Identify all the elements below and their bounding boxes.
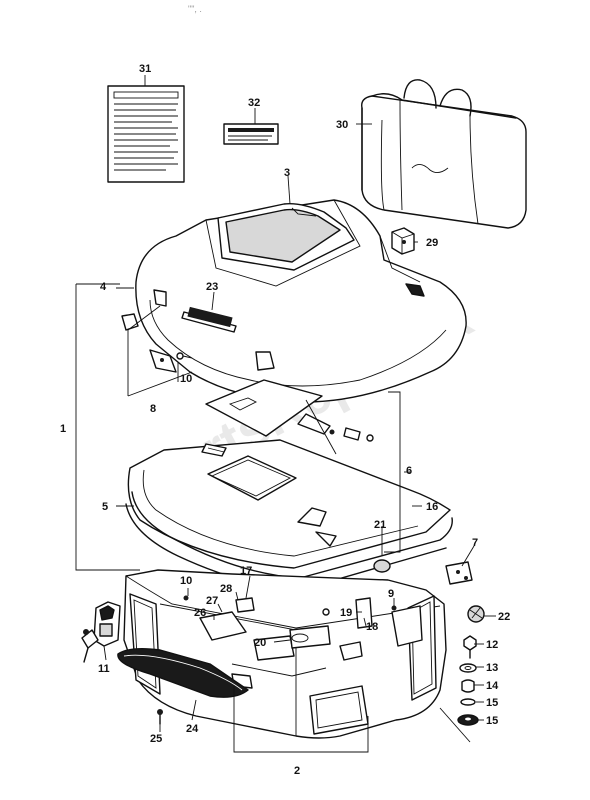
callout-8: 8 bbox=[150, 403, 156, 415]
callout-10-upper: 10 bbox=[180, 373, 192, 385]
screw bbox=[157, 709, 163, 725]
callout-18: 18 bbox=[366, 621, 378, 633]
callout-28: 28 bbox=[220, 583, 232, 595]
callout-27: 27 bbox=[206, 595, 218, 607]
callout-26: 26 bbox=[194, 607, 206, 619]
callout-17: 17 bbox=[240, 565, 252, 577]
callout-4: 4 bbox=[100, 281, 107, 293]
callout-numbers: 31 32 30 3 29 4 23 10 8 1 6 5 16 21 7 10… bbox=[60, 63, 510, 777]
callout-3: 3 bbox=[284, 167, 290, 179]
callout-7: 7 bbox=[472, 537, 478, 549]
callout-15-lower: 15 bbox=[486, 715, 498, 727]
small-label-plate bbox=[223, 123, 279, 145]
rubber-plug bbox=[467, 605, 485, 623]
callout-23: 23 bbox=[206, 281, 218, 293]
callout-30: 30 bbox=[336, 119, 348, 131]
callout-31: 31 bbox=[139, 63, 151, 75]
lock-and-key bbox=[81, 601, 121, 663]
callout-10-lower: 10 bbox=[180, 575, 192, 587]
callout-12: 12 bbox=[486, 639, 498, 651]
callout-15-upper: 15 bbox=[486, 697, 498, 709]
callout-19: 19 bbox=[340, 607, 352, 619]
callout-13: 13 bbox=[486, 662, 498, 674]
leader-lines bbox=[75, 75, 496, 753]
trunk-base bbox=[123, 569, 447, 739]
top-scan-mark: "", . bbox=[188, 4, 202, 14]
callout-29: 29 bbox=[426, 237, 438, 249]
lid-hinge-left bbox=[121, 305, 193, 397]
callout-24: 24 bbox=[186, 723, 199, 735]
latch-bracket bbox=[445, 561, 473, 585]
callout-25: 25 bbox=[150, 733, 162, 745]
grommet bbox=[373, 526, 391, 573]
warning-label-sheet bbox=[107, 85, 185, 183]
callout-32: 32 bbox=[248, 97, 260, 109]
hardware-stack bbox=[457, 635, 479, 726]
trunk-lid bbox=[135, 199, 467, 403]
callout-11: 11 bbox=[98, 663, 110, 675]
callout-1: 1 bbox=[60, 423, 66, 435]
callout-2: 2 bbox=[294, 765, 300, 777]
callout-21: 21 bbox=[374, 519, 386, 531]
emblem-script bbox=[117, 647, 249, 698]
callout-6: 6 bbox=[406, 465, 412, 477]
callout-14: 14 bbox=[486, 680, 499, 692]
callout-9: 9 bbox=[388, 588, 394, 600]
luggage-bag bbox=[361, 79, 527, 229]
lid-liner bbox=[127, 439, 451, 569]
inner-lid-panel bbox=[205, 379, 374, 455]
callout-22: 22 bbox=[498, 611, 510, 623]
callout-20: 20 bbox=[254, 637, 266, 649]
callout-16: 16 bbox=[426, 501, 438, 513]
rubber-block bbox=[391, 227, 415, 255]
callout-5: 5 bbox=[102, 501, 108, 513]
